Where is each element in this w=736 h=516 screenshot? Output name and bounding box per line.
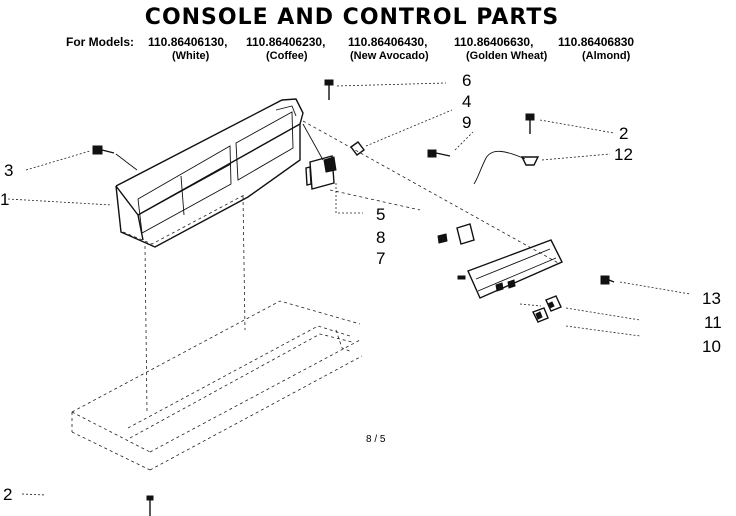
callout-13: 13 <box>702 289 721 308</box>
console-panel <box>115 98 304 248</box>
callout-6: 6 <box>462 71 471 90</box>
color-label-1: (White) <box>172 50 210 62</box>
model-number-1: 110.86406130, <box>148 35 227 49</box>
switch-icon <box>305 155 337 190</box>
color-label-5: (Almond) <box>582 50 631 62</box>
callout-9: 9 <box>462 113 471 132</box>
callout-11: 11 <box>704 313 722 332</box>
model-number-5: 110.86406830 <box>558 35 634 49</box>
model-number-3: 110.86406430, <box>348 35 427 49</box>
callout-10: 10 <box>702 337 721 356</box>
callout-2-bottom: 2 <box>3 485 12 504</box>
callout-2-right: 2 <box>619 124 628 143</box>
screw-icon <box>324 79 334 100</box>
control-panel <box>467 239 563 299</box>
alignment-line <box>242 195 246 331</box>
callout-4: 4 <box>462 92 471 111</box>
page-reference: 8 / 5 <box>366 434 386 445</box>
screw-icon <box>427 149 451 158</box>
callout-1: 1 <box>0 190 9 209</box>
alignment-line <box>144 245 148 413</box>
screw-icon <box>92 145 115 155</box>
cabinet-top <box>71 300 363 471</box>
knob-icon <box>532 307 549 323</box>
models-prefix: For Models: <box>66 35 134 49</box>
clip-icon <box>350 141 365 156</box>
callout-7: 7 <box>376 249 385 268</box>
screw-icon <box>600 275 615 285</box>
model-number-2: 110.86406230, <box>246 35 325 49</box>
callout-8: 8 <box>376 228 385 247</box>
screw-icon <box>146 495 154 516</box>
washer-icon <box>520 156 540 166</box>
color-label-4: (Golden Wheat) <box>466 50 548 62</box>
callout-3: 3 <box>4 161 13 180</box>
callout-5: 5 <box>376 205 385 224</box>
knob-icon <box>545 295 562 312</box>
color-label-3: (New Avocado) <box>350 50 429 62</box>
page-title: CONSOLE AND CONTROL PARTS <box>145 5 559 30</box>
model-number-4: 110.86406630, <box>454 35 533 49</box>
color-label-2: (Coffee) <box>266 50 308 62</box>
screw-icon <box>525 113 535 134</box>
clip-icon <box>437 223 475 245</box>
callout-12: 12 <box>614 145 633 164</box>
